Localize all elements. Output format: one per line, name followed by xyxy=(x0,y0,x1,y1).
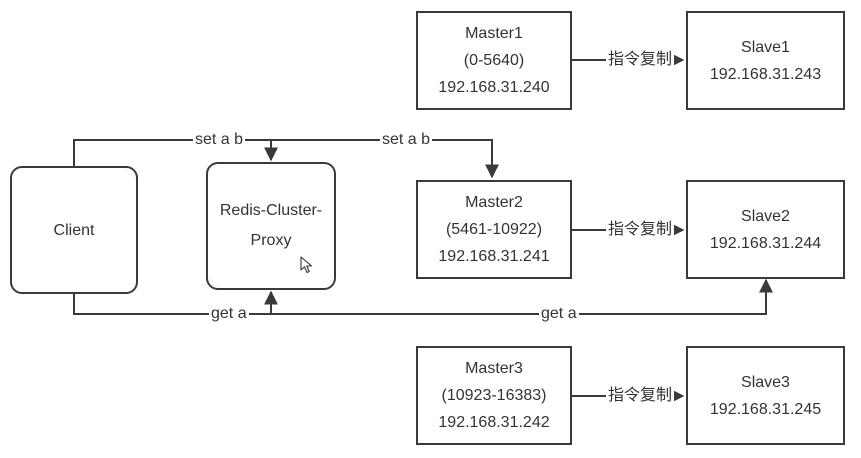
slave1-node: Slave1 192.168.31.243 xyxy=(686,11,845,110)
master3-slot-range: (10923-16383) xyxy=(441,387,547,404)
master3-node: Master3 (10923-16383) 192.168.31.242 xyxy=(416,346,572,445)
master1-slot-range: (0-5640) xyxy=(463,52,525,69)
get-to-proxy-edge xyxy=(73,290,278,315)
slave1-ip: 192.168.31.243 xyxy=(709,65,822,83)
proxy-label-line1: Redis-Cluster- xyxy=(219,202,323,219)
master2-node: Master2 (5461-10922) 192.168.31.241 xyxy=(416,180,572,279)
master2-ip: 192.168.31.241 xyxy=(438,248,550,265)
slave3-ip: 192.168.31.245 xyxy=(709,400,822,418)
set-to-master2-edge xyxy=(271,139,499,179)
slave2-ip: 192.168.31.244 xyxy=(709,234,822,252)
master2-name: Master2 xyxy=(465,194,523,211)
get-to-slave2-label: get a xyxy=(539,305,579,323)
slave2-node: Slave2 192.168.31.244 xyxy=(686,180,845,279)
master1-name: Master1 xyxy=(465,25,523,42)
master3-ip: 192.168.31.242 xyxy=(438,414,550,431)
client-label: Client xyxy=(53,221,95,239)
replication-label-3: 指令复制 xyxy=(606,387,675,405)
set-to-proxy-edge xyxy=(73,139,278,166)
client-node: Client xyxy=(10,166,138,294)
mouse-cursor-icon xyxy=(300,256,313,274)
slave3-node: Slave3 192.168.31.245 xyxy=(686,346,845,445)
master2-slot-range: (5461-10922) xyxy=(445,221,543,238)
master1-ip: 192.168.31.240 xyxy=(438,79,550,96)
slave2-name: Slave2 xyxy=(741,207,790,225)
replication-label-1: 指令复制 xyxy=(606,51,675,69)
slave3-name: Slave3 xyxy=(741,373,790,391)
get-to-slave2-edge xyxy=(271,278,773,315)
get-to-proxy-label: get a xyxy=(209,305,249,323)
master1-node: Master1 (0-5640) 192.168.31.240 xyxy=(416,11,572,110)
slave1-name: Slave1 xyxy=(741,38,790,56)
set-to-master2-label: set a b xyxy=(380,131,433,149)
master3-name: Master3 xyxy=(465,360,523,377)
proxy-node: Redis-Cluster- Proxy xyxy=(206,162,336,290)
replication-label-2: 指令复制 xyxy=(606,221,675,239)
set-to-proxy-label: set a b xyxy=(193,131,246,149)
proxy-label-line2: Proxy xyxy=(250,232,292,249)
